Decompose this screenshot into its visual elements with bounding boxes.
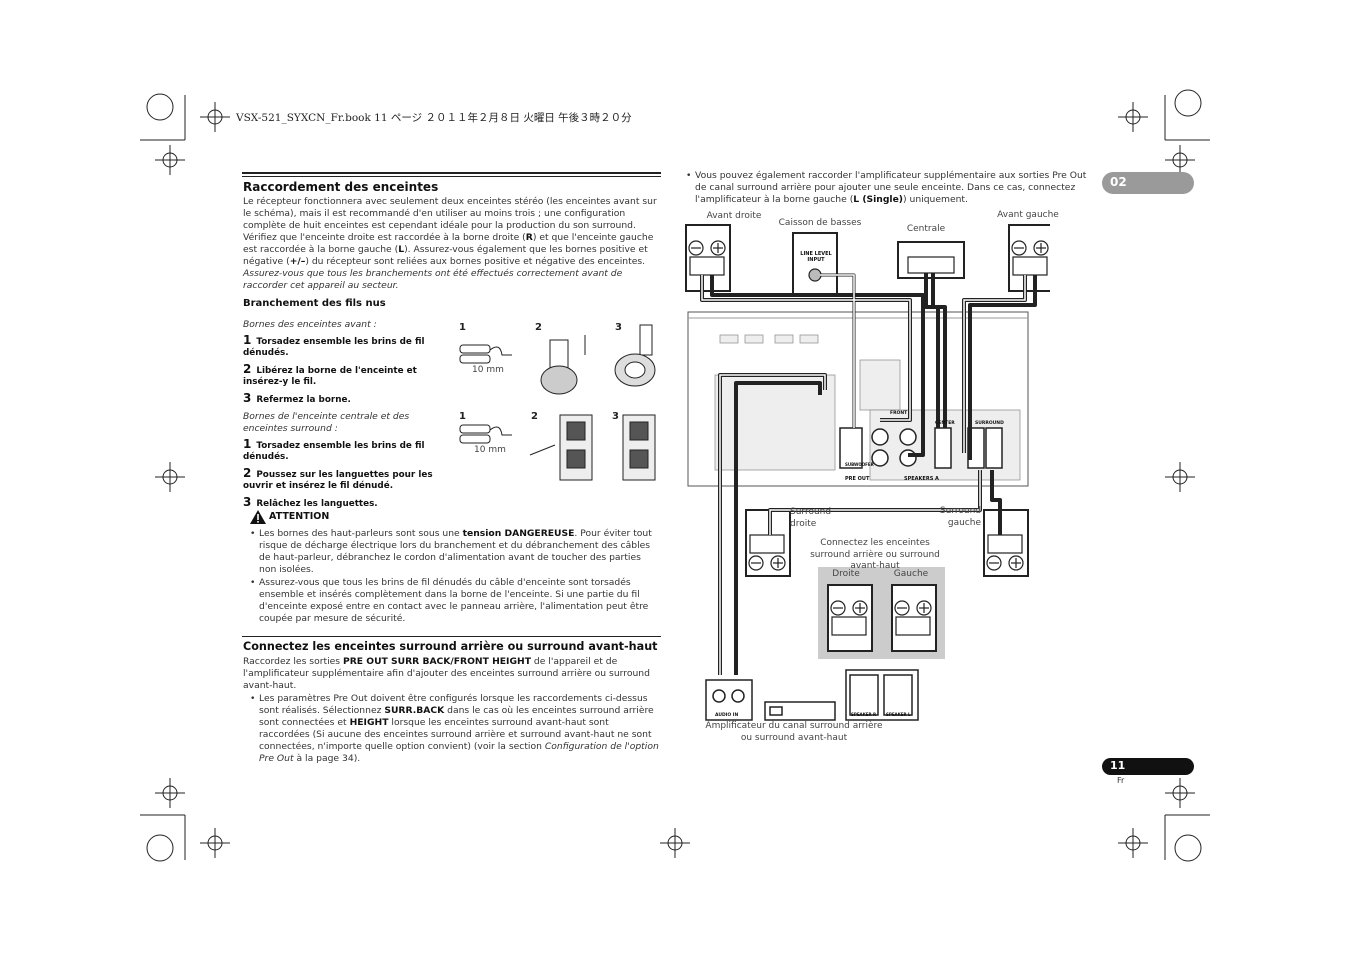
label-line-level: LINE LEVEL INPUT <box>800 251 832 263</box>
preout-note: Les paramètres Pre Out doivent être conf… <box>243 693 661 765</box>
label-audio-in: AUDIO IN <box>715 713 739 718</box>
fig-mm: 10 mm <box>472 365 504 375</box>
fig-num: 3 <box>615 322 622 333</box>
label-surround-gauche: Surround gauche <box>939 506 981 528</box>
center-caption: Bornes de l'enceinte centrale et des enc… <box>243 411 410 434</box>
front-caption: Bornes des enceintes avant : <box>243 319 377 330</box>
label-connectez: Connectez les enceintes surround arrière… <box>810 538 940 571</box>
subwoofer <box>792 232 838 296</box>
single-speaker-note: Vous pouvez également raccorder l'amplif… <box>679 170 1097 206</box>
label-avant-gauche: Avant gauche <box>997 210 1059 220</box>
section-title: Raccordement des enceintes <box>243 180 439 194</box>
polarity-paragraph: Vérifiez que l'enceinte droite est racco… <box>243 232 654 267</box>
fig-mm: 10 mm <box>474 445 506 455</box>
label-pre-out: PRE OUT <box>845 476 870 482</box>
speaker-center <box>897 241 965 279</box>
label-droite: Droite <box>832 569 860 579</box>
label-surround: SURROUND <box>975 421 1004 426</box>
label-center: CENTER <box>935 421 955 426</box>
note-paragraph: Assurez-vous que tous les branchements o… <box>243 268 623 291</box>
speaker-front-right <box>685 224 731 292</box>
label-speaker-r: SPEAKER R <box>851 712 877 717</box>
fig-num: 2 <box>531 411 538 422</box>
fig-num: 1 <box>459 322 466 333</box>
attention-heading: ATTENTION <box>269 511 330 522</box>
label-centrale: Centrale <box>906 224 946 234</box>
section-title-2: Connectez les enceintes surround arrière… <box>243 640 658 653</box>
surround-paragraph: Raccordez les sorties PRE OUT SURR BACK/… <box>243 656 650 691</box>
label-amplificateur: Amplificateur du canal surround arrière … <box>705 721 883 743</box>
fig-num: 2 <box>535 322 542 333</box>
attention-item: Les bornes des haut-parleurs sont sous u… <box>243 528 661 576</box>
subsection-title: Branchement des fils nus <box>243 298 386 309</box>
speaker-front-left <box>1008 224 1050 292</box>
fig-num: 1 <box>459 411 466 422</box>
label-speakers: SPEAKERS A <box>904 476 939 482</box>
label-front: FRONT <box>890 411 908 416</box>
attention-item: Assurez-vous que tous les brins de fil d… <box>243 577 661 625</box>
label-speaker-l: SPEAKER L <box>886 712 911 717</box>
wire-figures <box>459 324 656 481</box>
label-avant-droite: Avant droite <box>706 211 762 221</box>
label-caisson: Caisson de basses <box>778 218 862 228</box>
intro-paragraph: Le récepteur fonctionnera avec seulement… <box>243 196 657 231</box>
chapter-badge: 02 <box>1102 172 1194 194</box>
fig-num: 3 <box>612 411 619 422</box>
label-subwoofer: SUBWOOFER <box>845 462 874 467</box>
label-gauche: Gauche <box>893 569 929 579</box>
page-lang: Fr <box>1117 776 1125 785</box>
warning-icon <box>250 510 266 524</box>
label-surround-droite: Surround droite <box>790 507 832 529</box>
connection-diagram <box>685 224 1050 721</box>
book-header: VSX-521_SYXCN_Fr.book 11 ページ ２０１１年２月８日 火… <box>236 112 632 124</box>
page-number: 11 <box>1102 758 1194 775</box>
speaker-surround-left <box>983 509 1029 577</box>
attention-list: Les bornes des haut-parleurs sont sous u… <box>243 528 661 625</box>
